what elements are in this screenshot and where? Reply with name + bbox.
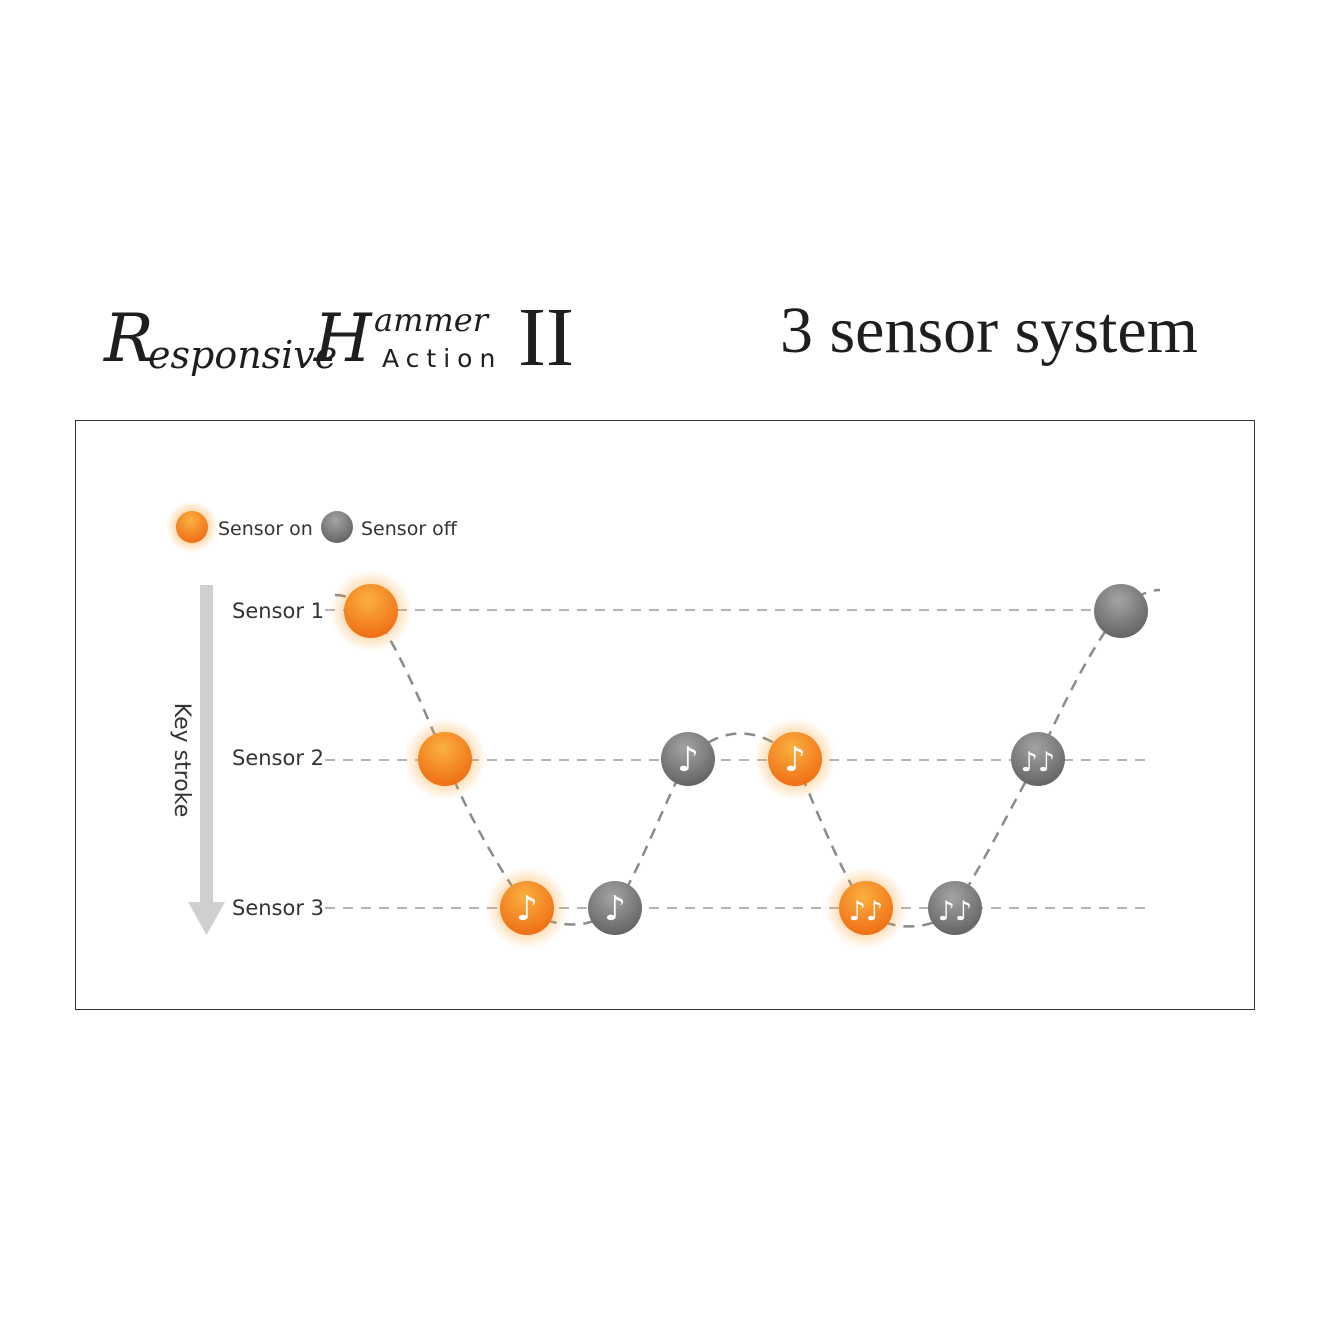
diagram-panel [75, 420, 1255, 1010]
sensor-token-10 [1094, 584, 1148, 638]
logo-roman-numeral: II [518, 291, 574, 384]
music-note-icon: ♪ [677, 740, 699, 780]
row-label-sensor-1: Sensor 1 [232, 599, 324, 623]
row-label-sensor-3: Sensor 3 [232, 896, 324, 920]
double-note-icon: ♪♪ [938, 896, 972, 927]
music-note-icon: ♪ [516, 889, 538, 929]
sensor-2-off-dot [661, 732, 715, 786]
sensor-3-off-dot [588, 881, 642, 935]
sensor-token-1 [330, 570, 412, 652]
sensor-token-2 [404, 718, 486, 800]
sensor-1-on-dot [344, 584, 398, 638]
page-title: 3 sensor system [780, 294, 1198, 367]
sensor-token-7: ♪♪ [825, 867, 907, 949]
sensor-2-on-dot [768, 732, 822, 786]
logo-action: Action [382, 344, 503, 373]
key-motion-path [334, 588, 1161, 928]
double-note-icon: ♪♪ [849, 896, 883, 927]
sensor-token-6: ♪ [754, 718, 836, 800]
logo-ammer: ammer [374, 301, 488, 339]
sensor-token-5: ♪ [661, 732, 715, 786]
row-label-sensor-2: Sensor 2 [232, 746, 324, 770]
sensor-3-on-dot [839, 881, 893, 935]
key-stroke-arrow-head [188, 902, 225, 935]
sensor-token-4: ♪ [588, 881, 642, 935]
legend-sensor-off-dot [321, 511, 353, 543]
sensor-token-8: ♪♪ [928, 881, 982, 935]
music-note-icon: ♪ [604, 889, 626, 929]
sensor-3-off-dot [928, 881, 982, 935]
logo-r: R [104, 300, 154, 377]
sensor-2-on-dot [418, 732, 472, 786]
sensor-3-on-dot [500, 881, 554, 935]
legend-sensor-off-label: Sensor off [361, 518, 458, 540]
key-stroke-arrow-shaft [200, 585, 213, 905]
sensor-2-off-dot [1011, 732, 1065, 786]
sensor-1-off-dot [1094, 584, 1148, 638]
double-note-icon: ♪♪ [1021, 747, 1055, 778]
sensor-tokens: ♪♪♪♪♪♪♪♪♪♪ [330, 570, 1148, 949]
legend-sensor-on-label: Sensor on [218, 518, 313, 540]
music-note-icon: ♪ [784, 740, 806, 780]
legend-sensor-on-dot [176, 511, 208, 543]
logo-esponsive: esponsive [148, 333, 338, 377]
product-logo: R esponsive H ammer Action II [104, 296, 604, 386]
logo-h: H [314, 300, 372, 377]
sensor-token-9: ♪♪ [1011, 732, 1065, 786]
axis-label-key-stroke: Key stroke [169, 703, 194, 817]
sensor-token-3: ♪ [486, 867, 568, 949]
